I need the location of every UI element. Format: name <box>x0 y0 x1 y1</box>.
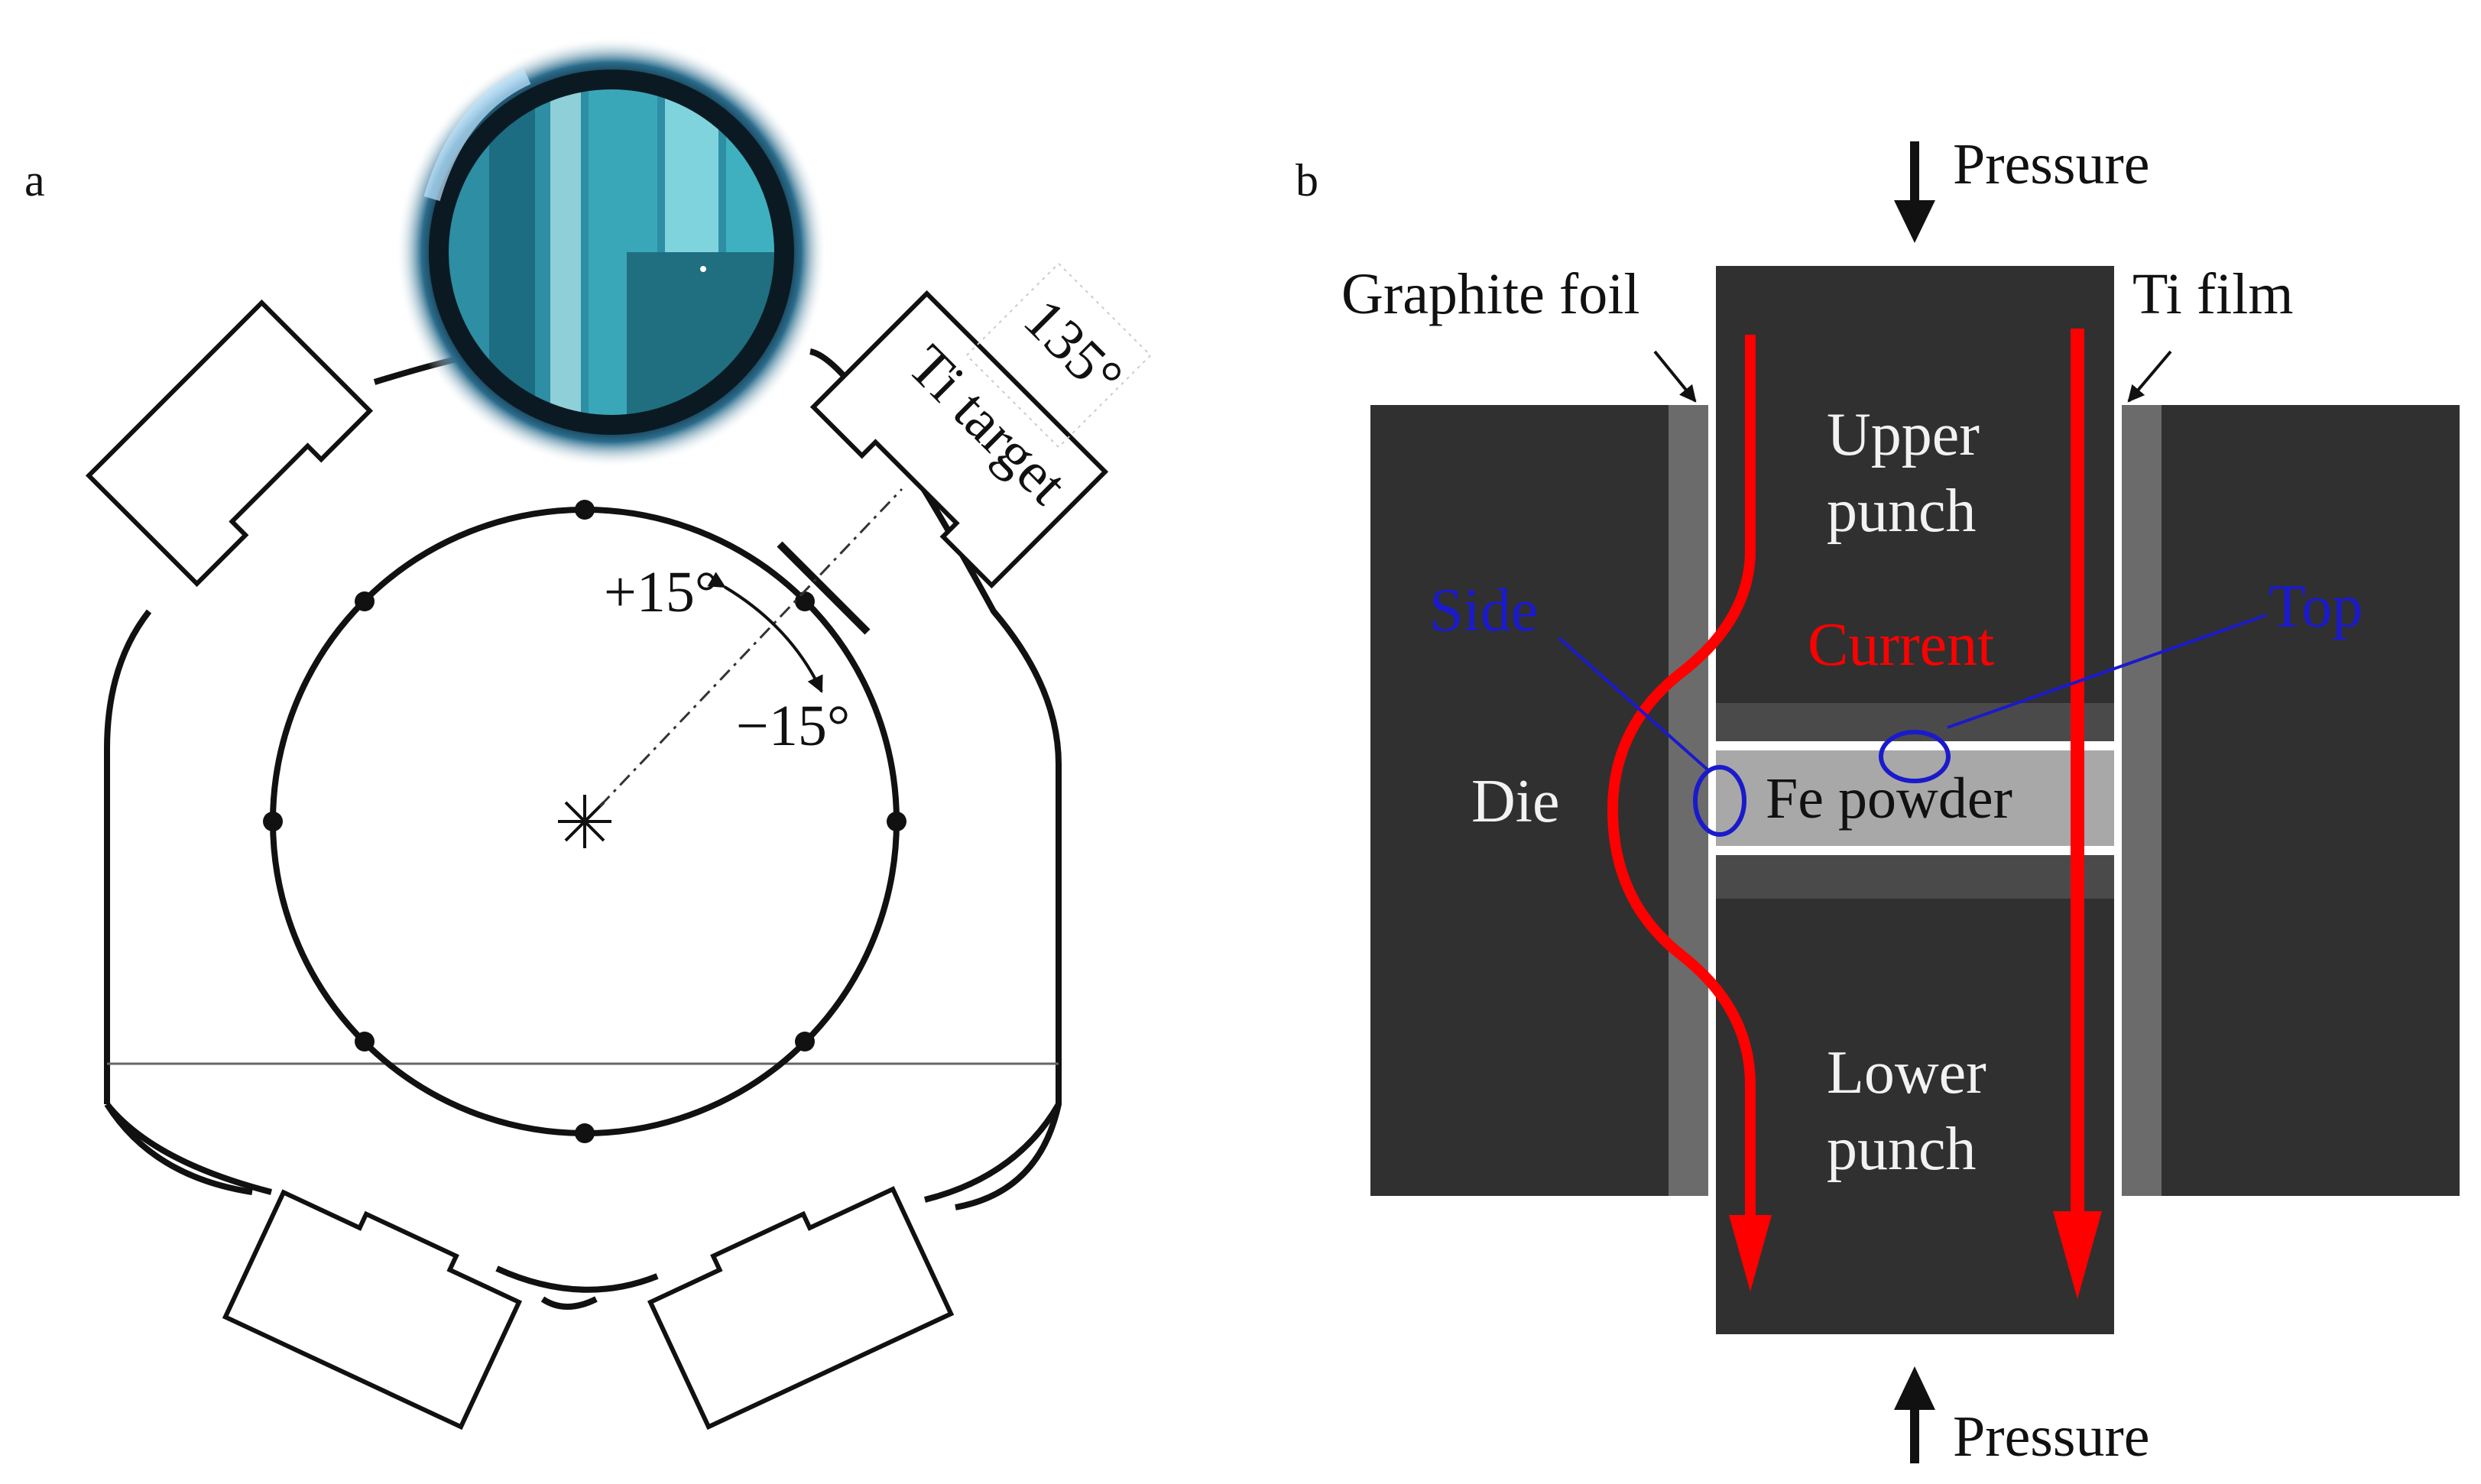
side-leader <box>1558 637 1710 772</box>
pressure-top-label: Pressure <box>1953 132 2150 196</box>
ti-film-left <box>1708 405 1716 1196</box>
chamber-lower-right-arc <box>924 1102 1062 1203</box>
source-module-bottom-right <box>647 1186 955 1431</box>
graphite-foil-left <box>1669 405 1708 1196</box>
die-left <box>1370 405 1669 1196</box>
lower-punch <box>1716 899 2114 1334</box>
ti-film-right <box>2114 405 2122 1196</box>
ti-film-label: Ti film <box>2132 262 2294 326</box>
sample-dot-lower-right <box>795 1032 815 1051</box>
panel-b-letter: b <box>1296 155 1318 206</box>
graphite-foil-right <box>2122 405 2162 1196</box>
spacer-lower <box>1716 855 2114 899</box>
ti-film-leader <box>2127 350 2172 403</box>
source-module-bottom-left <box>222 1189 523 1431</box>
plus-15-label: +15° <box>604 560 718 624</box>
upper-punch <box>1716 266 2114 703</box>
side-label: Side <box>1429 577 1538 644</box>
pressure-arrow-top <box>1894 141 1935 243</box>
spacer-lower-film <box>1716 846 2114 855</box>
sample-dot-upper-left <box>355 591 375 611</box>
fe-powder-region <box>1716 750 2114 846</box>
spacer-upper-film <box>1716 741 2114 750</box>
lens-photo <box>396 37 827 468</box>
sample-dot-left <box>263 812 283 831</box>
top-marker <box>1879 730 1951 783</box>
lower-punch-label-line1: Lower <box>1827 1039 1986 1107</box>
lower-punch-label-line2: punch <box>1827 1116 1977 1183</box>
graphite-foil-leader <box>1653 350 1697 403</box>
upper-punch-label-line1: Upper <box>1827 401 1980 468</box>
sample-dot-top <box>575 500 595 520</box>
pressure-arrow-bottom <box>1894 1366 1935 1463</box>
panel-a: a Ti target 135° <box>24 37 1152 1431</box>
spacer-upper <box>1716 703 2114 741</box>
panel-b: b Pressure Pressure Graphite foil <box>1296 132 2460 1469</box>
die-right <box>2162 405 2460 1196</box>
current-path-left <box>1607 335 1772 1291</box>
graphite-foil-label: Graphite foil <box>1341 262 1639 326</box>
sample-dot-bottom <box>575 1123 595 1143</box>
current-label: Current <box>1808 611 1994 679</box>
current-path-right <box>2053 329 2102 1299</box>
panel-a-letter: a <box>24 155 45 206</box>
sample-dot-lower-left <box>355 1032 375 1051</box>
side-marker <box>1693 765 1746 837</box>
beam-axis-line <box>598 488 903 808</box>
top-label: Top <box>2269 573 2363 640</box>
chamber-bottom-arc <box>495 1265 659 1293</box>
angle-135-label: 135° <box>1011 287 1135 410</box>
rotation-arc <box>707 572 823 693</box>
chamber-lower-left-arc <box>104 1102 253 1195</box>
fe-powder-label: Fe powder <box>1766 766 2012 831</box>
minus-15-label: −15° <box>736 694 850 758</box>
top-leader <box>1947 614 2267 729</box>
source-module-upper-left <box>85 299 374 588</box>
center-mark <box>558 795 611 848</box>
die-label: Die <box>1471 768 1560 835</box>
sample-dot-right <box>887 812 906 831</box>
upper-punch-label-line2: punch <box>1827 478 1977 545</box>
sample-dot-upper-right <box>795 591 815 611</box>
substrate-bar <box>777 541 871 635</box>
pressure-bottom-label: Pressure <box>1953 1405 2150 1469</box>
